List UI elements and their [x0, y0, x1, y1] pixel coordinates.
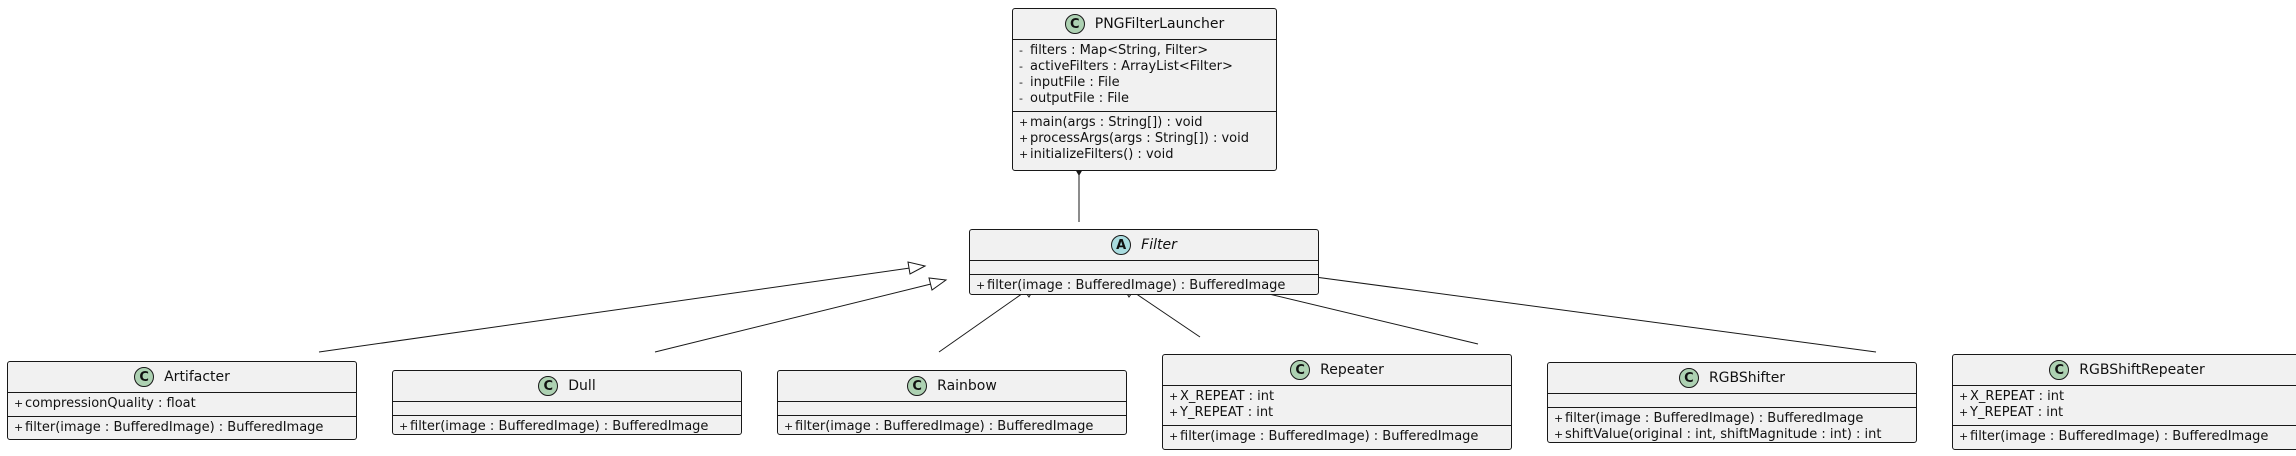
class-header: C Dull	[393, 371, 741, 402]
private-icon: -	[1019, 92, 1023, 105]
public-icon: +	[1959, 430, 1969, 443]
method-row: +shiftValue(original : int, shiftMagnitu…	[1554, 427, 1882, 442]
private-icon: -	[1019, 76, 1023, 89]
class-name: PNGFilterLauncher	[1094, 16, 1225, 32]
method-row: +processArgs(args : String[]) : void	[1019, 131, 1249, 146]
attribute-row: +compressionQuality : float	[14, 396, 196, 411]
inheritance-line-repeater	[1131, 290, 1201, 338]
class-header: C Rainbow	[778, 371, 1126, 402]
class-name: Artifacter	[164, 369, 230, 385]
attribute-row: +X_REPEAT : int	[1959, 389, 2065, 404]
attributes-section	[393, 402, 741, 416]
method-row: +initializeFilters() : void	[1019, 147, 1174, 162]
class-c-icon: C	[907, 376, 928, 396]
methods-section: +filter(image : BufferedImage) : Buffere…	[778, 416, 1126, 439]
attribute-row: -outputFile : File	[1019, 91, 1130, 106]
public-icon: +	[1169, 390, 1179, 403]
inheritance-line-rainbow	[938, 290, 1027, 353]
public-icon: +	[1169, 406, 1179, 419]
inheritance-line-rgbshiftrepeater	[1247, 267, 1877, 353]
public-icon: +	[14, 397, 24, 410]
method-row: +filter(image : BufferedImage) : Buffere…	[1959, 429, 2269, 444]
class-c-icon: C	[134, 367, 155, 387]
class-header: C PNGFilterLauncher	[1013, 9, 1276, 40]
class-header: C RGBShifter	[1548, 363, 1916, 394]
class-name: RGBShifter	[1708, 370, 1786, 386]
class-dull[interactable]: C Dull +filter(image : BufferedImage) : …	[392, 370, 742, 435]
attributes-section: -filters : Map<String, Filter> -activeFi…	[1013, 40, 1276, 112]
class-header: C Repeater	[1163, 355, 1511, 386]
methods-section: +filter(image : BufferedImage) : Buffere…	[1163, 426, 1511, 449]
class-c-icon: C	[1064, 14, 1085, 34]
class-name: Filter	[1141, 237, 1177, 253]
public-icon: +	[1019, 148, 1029, 161]
attribute-row: -activeFilters : ArrayList<Filter>	[1019, 59, 1233, 74]
method-row: +filter(image : BufferedImage) : Buffere…	[399, 419, 709, 434]
attributes-section: +compressionQuality : float	[8, 393, 356, 417]
public-icon: +	[784, 420, 794, 433]
public-icon: +	[1169, 430, 1179, 443]
class-c-icon: C	[538, 376, 559, 396]
attributes-section: +X_REPEAT : int +Y_REPEAT : int	[1163, 386, 1511, 426]
methods-section: +filter(image : BufferedImage) : Buffere…	[1953, 426, 2296, 449]
class-artifacter[interactable]: C Artifacter +compressionQuality : float…	[7, 361, 357, 440]
class-rainbow[interactable]: C Rainbow +filter(image : BufferedImage)…	[777, 370, 1127, 435]
public-icon: +	[1554, 428, 1564, 441]
class-c-icon: C	[2049, 360, 2070, 380]
method-row: +main(args : String[]) : void	[1019, 115, 1203, 130]
public-icon: +	[1019, 132, 1029, 145]
method-row: +filter(image : BufferedImage) : Buffere…	[14, 420, 324, 435]
methods-section: +filter(image : BufferedImage) : Buffere…	[1548, 408, 1916, 447]
inheritance-arrow-dull	[928, 277, 948, 291]
private-icon: -	[1019, 44, 1023, 57]
class-repeater[interactable]: C Repeater +X_REPEAT : int +Y_REPEAT : i…	[1162, 354, 1512, 450]
attributes-section	[1548, 394, 1916, 408]
class-header: C RGBShiftRepeater	[1953, 355, 2296, 386]
abstract-a-icon: A	[1111, 235, 1132, 255]
public-icon: +	[1554, 412, 1564, 425]
public-icon: +	[1959, 390, 1969, 403]
private-icon: -	[1019, 60, 1023, 73]
methods-section: +filter(image : BufferedImage) : Buffere…	[8, 417, 356, 440]
class-c-icon: C	[1678, 368, 1699, 388]
inheritance-line-artifacter	[318, 267, 911, 353]
class-c-icon: C	[1290, 360, 1311, 380]
public-icon: +	[399, 420, 409, 433]
class-pngfilterlauncher[interactable]: C PNGFilterLauncher -filters : Map<Strin…	[1012, 8, 1277, 171]
method-row: +filter(image : BufferedImage) : Buffere…	[976, 278, 1286, 293]
class-rgbshifter[interactable]: C RGBShifter +filter(image : BufferedIma…	[1547, 362, 1917, 443]
method-row: +filter(image : BufferedImage) : Buffere…	[1169, 429, 1479, 444]
attribute-row: -filters : Map<String, Filter>	[1019, 43, 1209, 58]
attribute-row: +X_REPEAT : int	[1169, 389, 1275, 404]
attributes-section	[970, 261, 1318, 275]
attributes-section: +X_REPEAT : int +Y_REPEAT : int	[1953, 386, 2296, 426]
attribute-row: -inputFile : File	[1019, 75, 1120, 90]
public-icon: +	[1019, 116, 1029, 129]
inheritance-arrow-artifacter	[907, 261, 927, 275]
methods-section: +filter(image : BufferedImage) : Buffere…	[970, 275, 1318, 298]
public-icon: +	[14, 421, 24, 434]
method-row: +filter(image : BufferedImage) : Buffere…	[784, 419, 1094, 434]
class-name: Dull	[568, 378, 596, 394]
class-name: Repeater	[1320, 362, 1384, 378]
methods-section: +main(args : String[]) : void +processAr…	[1013, 112, 1276, 167]
attribute-row: +Y_REPEAT : int	[1959, 405, 2064, 420]
class-name: RGBShiftRepeater	[2079, 362, 2205, 378]
class-filter[interactable]: A Filter +filter(image : BufferedImage) …	[969, 229, 1319, 295]
inheritance-line-dull	[654, 283, 932, 353]
class-header: A Filter	[970, 230, 1318, 261]
attributes-section	[778, 402, 1126, 416]
method-row: +filter(image : BufferedImage) : Buffere…	[1554, 411, 1864, 426]
methods-section: +filter(image : BufferedImage) : Buffere…	[393, 416, 741, 439]
public-icon: +	[1959, 406, 1969, 419]
class-name: Rainbow	[937, 378, 997, 394]
public-icon: +	[976, 279, 986, 292]
attribute-row: +Y_REPEAT : int	[1169, 405, 1274, 420]
class-header: C Artifacter	[8, 362, 356, 393]
class-rgbshiftrepeater[interactable]: C RGBShiftRepeater +X_REPEAT : int +Y_RE…	[1952, 354, 2296, 450]
